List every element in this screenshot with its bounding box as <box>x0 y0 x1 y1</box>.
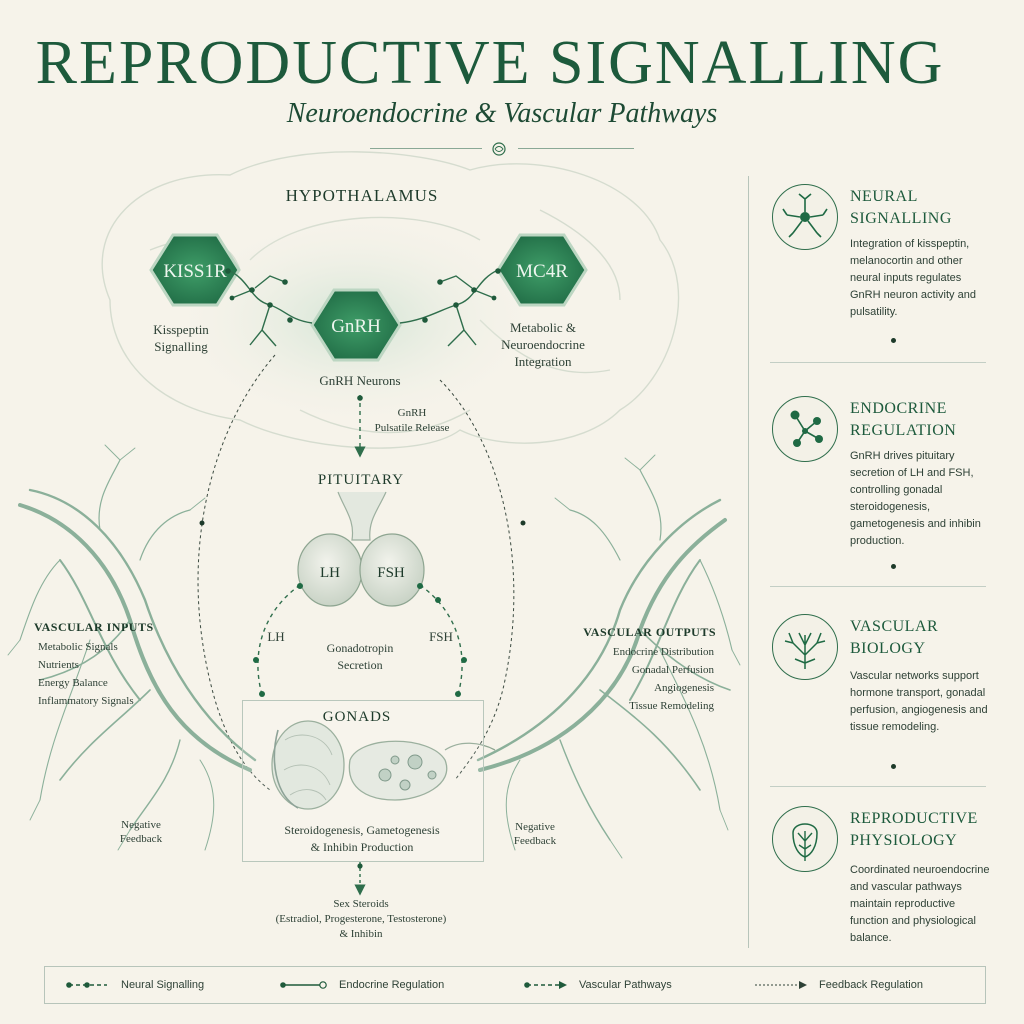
neural-dots-right <box>422 268 501 323</box>
molecule-icon <box>790 410 823 447</box>
gonads-box <box>242 700 484 862</box>
legend-label: Endocrine Regulation <box>339 979 445 991</box>
vascular-input-item: Inflammatory Signals <box>38 695 134 707</box>
lh-path <box>253 583 303 697</box>
kiss1r-label: KISS1R <box>163 261 227 282</box>
card-separator <box>770 586 986 587</box>
card-separator <box>770 362 986 363</box>
metabolic-integration-label: Metabolic & Neuroendocrine Integration <box>501 320 585 369</box>
gnrh-release-arrow <box>354 395 366 458</box>
legend-label: Vascular Pathways <box>579 979 672 991</box>
sex-steroids-label: Sex Steroids (Estradiol, Progesterone, T… <box>275 898 447 940</box>
vascular-inputs-heading: VASCULAR INPUTS <box>34 620 154 634</box>
card-dot <box>891 564 896 569</box>
solid-ring-line-icon <box>280 981 327 989</box>
legend-item-vascular: Vascular Pathways <box>523 967 672 1003</box>
card-title: ENDOCRINE REGULATION <box>850 400 957 439</box>
negative-feedback-right-label: Negative Feedback <box>513 821 557 847</box>
pituitary-fsh-lobe: FSH <box>377 565 405 581</box>
pituitary-gland: LH FSH <box>297 491 425 607</box>
dash-arrow-line-icon <box>524 981 567 989</box>
card-body: Integration of kisspeptin, melanocortin … <box>850 238 976 318</box>
card-dot <box>891 764 896 769</box>
lh-path-label: LH <box>267 629 285 644</box>
sex-steroid-arrow <box>354 862 366 896</box>
legend-label: Feedback Regulation <box>819 979 923 991</box>
panel-divider <box>748 176 749 948</box>
gnrh-hexagon: GnRH <box>310 288 402 362</box>
vascular-output-item: Endocrine Distribution <box>612 646 714 658</box>
vascular-input-item: Energy Balance <box>38 677 108 689</box>
ornament-icon <box>492 142 506 156</box>
card-separator <box>770 786 986 787</box>
page-title: REPRODUCTIVE SIGNALLING <box>35 29 945 97</box>
gonads-function-label: Steroidogenesis, Gametogenesis & Inhibin… <box>284 823 440 854</box>
hypothalamus-heading: HYPOTHALAMUS <box>285 186 439 205</box>
card-body: GnRH drives pituitary secretion of LH an… <box>850 450 981 547</box>
vessel-tree-icon <box>784 632 826 669</box>
card-title: NEURAL SIGNALLING <box>850 188 952 227</box>
vascular-outputs-list: VASCULAR OUTPUTS Endocrine Distribution … <box>574 623 716 715</box>
kiss1r-hexagon: KISS1R <box>149 233 241 307</box>
pituitary-heading: PITUITARY <box>317 472 405 488</box>
title-divider-right <box>518 148 634 149</box>
vascular-network-left <box>7 444 257 851</box>
fsh-path <box>417 583 467 697</box>
gonadotropin-secretion-label: Gonadotropin Secretion <box>326 641 394 672</box>
legend-item-neural: Neural Signalling <box>65 967 204 1003</box>
card-body: Vascular networks support hormone transp… <box>850 670 988 733</box>
dot-dash-line-icon <box>66 982 107 988</box>
card-reproductive-physiology: REPRODUCTIVE PHYSIOLOGY Coordinated neur… <box>770 806 990 956</box>
kisspeptin-signalling-label: Kisspeptin Signalling <box>153 322 209 354</box>
gnrh-neurons-label: GnRH Neurons <box>319 373 401 388</box>
ovary-illustration <box>348 740 496 801</box>
page-subtitle: Neuroendocrine & Vascular Pathways <box>286 98 718 129</box>
vascular-network-right <box>476 454 741 859</box>
card-body: Coordinated neuroendocrine and vascular … <box>850 864 990 944</box>
card-title: REPRODUCTIVE PHYSIOLOGY <box>850 810 978 849</box>
vascular-input-item: Metabolic Signals <box>38 641 118 653</box>
card-neural-signalling: NEURAL SIGNALLING Integration of kisspep… <box>770 184 988 354</box>
legend-item-feedback: Feedback Regulation <box>753 967 923 1003</box>
vascular-output-item: Tissue Remodeling <box>629 700 714 712</box>
icon-badge <box>772 614 838 680</box>
mc4r-hexagon: MC4R <box>496 233 588 307</box>
icon-badge <box>772 184 838 250</box>
vascular-outputs-heading: VASCULAR OUTPUTS <box>583 625 716 639</box>
gnrh-release-label: GnRH Pulsatile Release <box>374 407 450 434</box>
plant-icon <box>792 823 818 861</box>
vascular-output-item: Angiogenesis <box>654 682 714 694</box>
neuron-icon <box>782 193 828 238</box>
vascular-output-item: Gonadal Perfusion <box>631 664 714 676</box>
dotted-arrow-line-icon <box>755 981 807 989</box>
feedback-arc-right <box>439 379 515 781</box>
fsh-path-label: FSH <box>429 629 453 644</box>
card-title: VASCULAR BIOLOGY <box>850 618 939 657</box>
card-endocrine-regulation: ENDOCRINE REGULATION GnRH drives pituita… <box>770 396 988 576</box>
negative-feedback-left-label: Negative Feedback <box>119 819 163 845</box>
legend: Neural Signalling Endocrine Regulation V… <box>44 966 986 1004</box>
testis-illustration <box>271 720 345 810</box>
icon-badge <box>772 806 838 872</box>
legend-item-endocrine: Endocrine Regulation <box>279 967 444 1003</box>
pituitary-lh-lobe: LH <box>320 565 340 581</box>
gnrh-label: GnRH <box>331 316 381 337</box>
vascular-inputs-list: VASCULAR INPUTS Metabolic Signals Nutrie… <box>34 618 184 710</box>
legend-label: Neural Signalling <box>121 979 205 991</box>
gonads-heading: GONADS <box>322 709 392 725</box>
vascular-input-item: Nutrients <box>38 659 79 671</box>
card-dot <box>891 338 896 343</box>
neural-dots-left <box>225 268 293 323</box>
icon-badge <box>772 396 838 462</box>
card-vascular-biology: VASCULAR BIOLOGY Vascular networks suppo… <box>770 614 988 774</box>
mc4r-label: MC4R <box>516 261 568 282</box>
feedback-arc-left <box>197 354 276 791</box>
title-divider-left <box>370 148 482 149</box>
